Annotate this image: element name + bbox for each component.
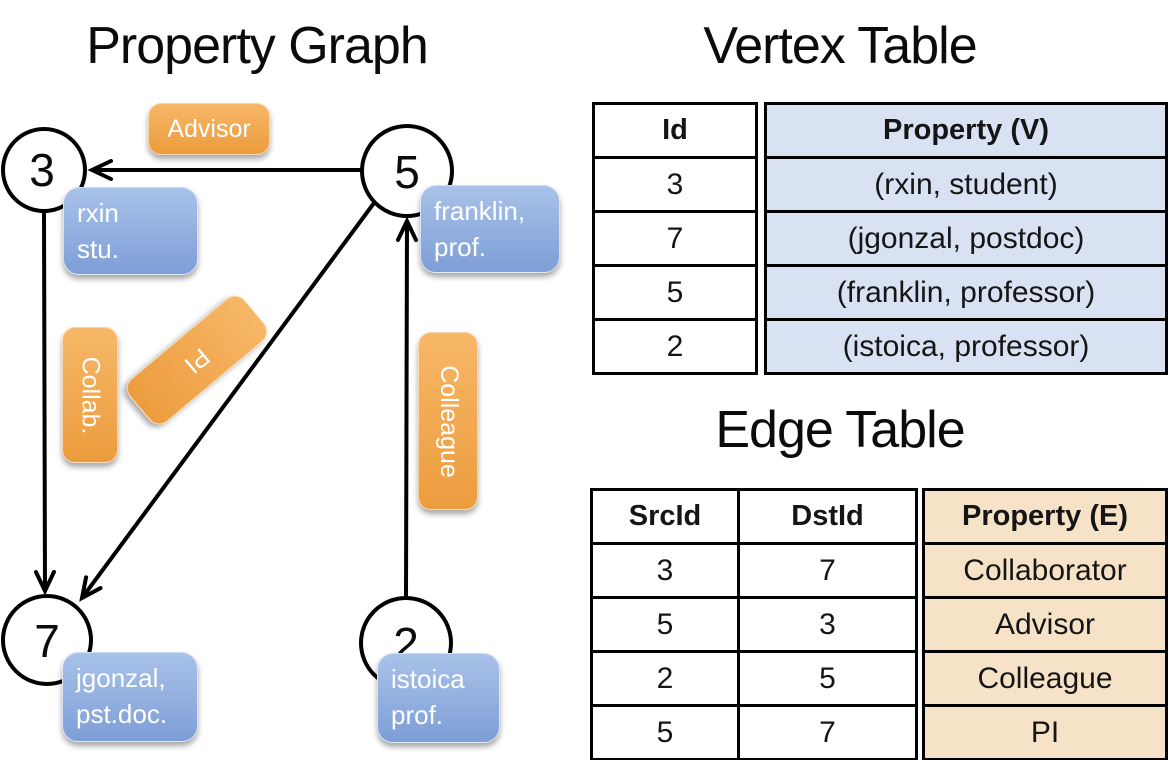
edge-srcid-cell: 5 [593,599,740,650]
edge-srcid-cell: 5 [593,707,740,758]
table-row: (franklin, professor) [767,267,1165,321]
edge-header-property: Property (E) [962,500,1128,532]
edge-table-title: Edge Table [715,401,965,459]
edge-dstid-cell: 7 [819,553,836,587]
property-graph-title: Property Graph [86,17,429,75]
edge-label-colleague: Colleague [418,332,478,510]
table-row: 5 [595,267,755,321]
edge-5-to-7 [79,201,376,602]
vertex-property-cell: (franklin, professor) [836,275,1096,309]
table-row: 5 7 [593,707,915,758]
edge-2-to-5 [395,216,418,599]
vertex-table-property-column: Property (V) (rxin, student) (jgonzal, p… [764,102,1168,375]
edge-3-to-7 [33,211,56,596]
vertex-props-7-line2: pst.doc. [76,698,168,729]
vertex-props-7: jgonzal, pst.doc. [62,652,198,742]
vertex-property-cell: (istoica, professor) [842,329,1090,363]
vertex-id-5: 5 [394,146,420,198]
table-row: (istoica, professor) [767,321,1165,372]
vertex-id-cell: 5 [666,275,684,309]
table-row: Advisor [925,599,1165,653]
edge-dstid-cell: 3 [819,607,836,641]
vertex-id-cell: 7 [666,221,684,255]
vertex-property-cell: (jgonzal, postdoc) [847,221,1085,255]
edge-table-property-column: Property (E) Collaborator Advisor Collea… [922,488,1168,760]
edge-property-cell: Advisor [994,607,1096,641]
vertex-props-3-line2: stu. [77,233,119,264]
edge-label-colleague-text: Colleague [434,364,463,478]
edge-property-cell: Collaborator [963,553,1127,587]
edge-srcid-cell: 2 [593,653,740,704]
vertex-props-2-line1: istoica [391,664,465,694]
table-row: 3 [595,159,755,213]
edge-label-pi-text: PI [179,342,216,379]
vertex-props-7-line1: jgonzal, [76,663,166,693]
vertex-props-2: istoica prof. [377,653,500,743]
edge-srcid-cell: 3 [593,545,740,596]
edge-label-advisor-text: Advisor [167,114,251,143]
vertex-props-3: rxin stu. [63,187,198,275]
vertex-header-id: Id [662,114,688,146]
edge-header-dstid: DstId [791,500,864,532]
table-row: 7 [595,213,755,267]
vertex-table-title: Vertex Table [703,17,977,75]
vertex-props-3-line1: rxin [77,198,119,228]
vertex-property-cell: (rxin, student) [874,167,1058,201]
table-row: 3 7 [593,545,915,599]
edge-header-srcid: SrcId [593,491,740,542]
edge-dstid-cell: 5 [819,661,836,695]
vertex-circle-3 [1,127,87,213]
vertex-props-5-line2: prof. [434,231,487,262]
edge-property-cell: PI [1030,715,1060,749]
edge-dstid-cell: 7 [819,715,836,749]
edge-label-collab-text: Collab. [76,356,105,434]
edge-property-cell: Colleague [977,661,1113,695]
vertex-id-3: 3 [29,144,55,196]
table-row: (rxin, student) [767,159,1165,213]
table-row: 2 5 [593,653,915,707]
table-row: Colleague [925,653,1165,707]
vertex-props-2-line2: prof. [391,699,444,730]
vertex-props-5: franklin, prof. [420,185,560,273]
edge-table-ids-columns: SrcId DstId 3 7 5 3 2 5 5 7 [590,488,918,760]
vertex-id-7: 7 [34,615,60,667]
edge-label-collab: Collab. [62,327,118,463]
vertex-id-cell: 3 [666,167,684,201]
vertex-props-5-line1: franklin, [434,196,526,226]
edge-label-advisor: Advisor [148,103,270,155]
vertex-table-id-column: Id 3 7 5 2 [592,102,758,375]
vertex-id-cell: 2 [666,329,684,363]
table-row: Collaborator [925,545,1165,599]
table-row: 2 [595,321,755,372]
vertex-header-property: Property (V) [883,114,1049,146]
table-row: 5 3 [593,599,915,653]
table-row: (jgonzal, postdoc) [767,213,1165,267]
table-row: PI [925,707,1165,758]
